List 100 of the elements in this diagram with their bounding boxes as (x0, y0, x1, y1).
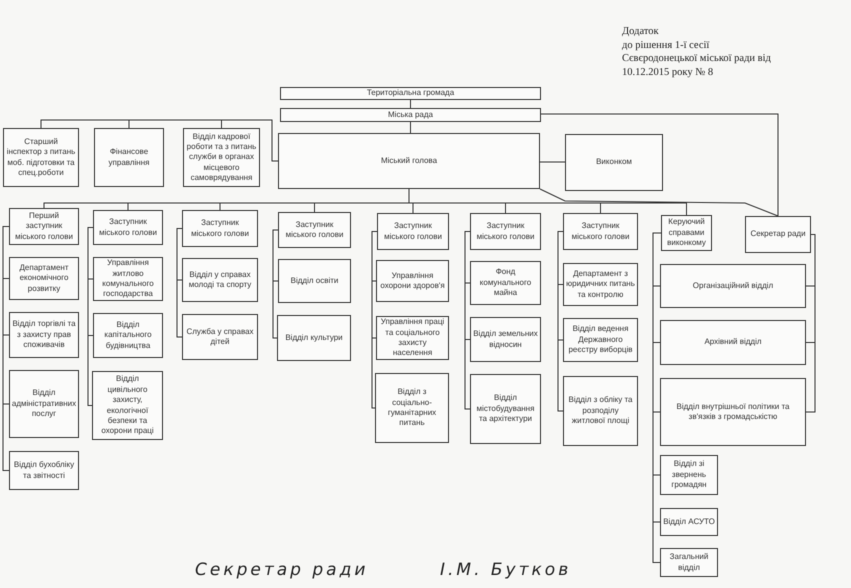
connector-line (88, 227, 94, 406)
org-box (660, 548, 718, 577)
box-label: Старший інспектор з питань моб. підготовки та спец.роботи (6, 136, 76, 178)
box-label: Відділ внутрішньої політики та зв'язків з громадськістю (676, 402, 790, 422)
box-label: Відділ з соціально-гуманітарних питань (386, 387, 438, 429)
org-box (470, 317, 541, 362)
org-box (94, 128, 164, 187)
org-box (376, 260, 449, 302)
connector-line (540, 114, 778, 216)
box-label: Служба у справах дітей (185, 326, 255, 348)
org-box (278, 212, 351, 248)
box-label: Департамент з юридичних питань та контролю (566, 268, 635, 300)
org-box (660, 378, 806, 446)
org-box (278, 133, 540, 189)
box-label: Міська рада (388, 110, 433, 120)
org-box (563, 318, 638, 362)
box-label: Відділ освіти (290, 276, 338, 286)
org-box (660, 508, 718, 536)
org-box (563, 213, 638, 250)
org-box (745, 216, 811, 253)
box-label: Відділ кадрової роботи та з питань служби в органах місцевого самоврядування (186, 132, 257, 184)
box-label: Виконком (596, 157, 632, 168)
box-label: Відділ культури (285, 332, 343, 344)
connector-line (558, 231, 564, 412)
org-box (470, 374, 541, 444)
box-label: Секретар ради (750, 229, 806, 240)
box-label: Управління праці та соціального захисту населення (380, 317, 446, 359)
box-label: Відділ бухобліку та звітності (12, 460, 76, 481)
org-box (470, 261, 541, 305)
box-label: Загальний відділ (668, 552, 710, 573)
box-label: Відділ з обліку та розподілу житлової площі (568, 395, 634, 427)
header-note: 10.12.2015 року № 8 (622, 67, 714, 78)
box-label: Заступник міського голови (383, 221, 443, 242)
box-label: Відділ ведення Державного реєстру виборців (567, 324, 634, 356)
org-box (660, 320, 806, 365)
org-box (660, 264, 806, 308)
org-box (9, 370, 79, 438)
connector-line (372, 231, 378, 408)
connector-line (410, 100, 411, 108)
org-box (93, 210, 163, 245)
box-label: Департамент економічного розвитку (18, 262, 70, 294)
org-box (9, 312, 79, 358)
box-label: Фінансове управління (108, 147, 150, 168)
connector-line (806, 234, 816, 412)
box-label: Відділ цивільного захисту, екологічної безпеки та охорони праці (100, 374, 155, 437)
connector-line (540, 188, 778, 216)
box-label: Відділ АСУТО (663, 516, 715, 528)
org-box (278, 259, 351, 303)
box-label: Територіальна громада (366, 88, 454, 99)
org-box (3, 128, 79, 187)
org-box (9, 208, 79, 245)
box-label: Відділ містобудування та архітектури (476, 393, 536, 425)
box-label: Відділ земельних відносин (473, 329, 538, 350)
box-label: Заступник міського голови (570, 221, 630, 242)
box-label: Управління житлово комунального господарства (101, 258, 155, 300)
org-box (375, 373, 449, 443)
header-note: Додаток (622, 26, 659, 37)
org-box (182, 314, 258, 360)
box-label: Заступник міського голови (98, 217, 158, 238)
org-box (92, 371, 163, 440)
box-label: Відділ у справах молоді та спорту (188, 270, 252, 290)
box-label: Відділ капітального будівництва (103, 320, 153, 352)
box-label: Заступник міського голови (190, 218, 250, 239)
org-box (661, 215, 712, 251)
org-box (565, 134, 663, 191)
box-label: Відділ адміністративних послуг (12, 388, 76, 420)
org-box (182, 258, 258, 302)
org-box (563, 376, 638, 446)
org-box (660, 455, 718, 495)
org-box (277, 315, 351, 361)
connector-line (2, 226, 10, 471)
box-label: Організаційний відділ (692, 280, 774, 292)
org-box (9, 451, 79, 490)
connector-line (221, 120, 278, 162)
box-label: Заступник міського голови (476, 221, 536, 242)
org-box (280, 87, 541, 100)
handwritten-signature-text: Секретар ради (195, 560, 368, 580)
connector-line (272, 230, 278, 338)
box-label: Фонд комунального майна (478, 267, 532, 299)
org-box (182, 210, 258, 247)
handwritten-signature-text: І.М. Бутков (440, 560, 572, 580)
header-note: Сєвєродонецької міської ради від (622, 53, 771, 64)
org-box (93, 257, 163, 301)
header-note: до рішення 1-ї сесії (622, 40, 710, 51)
box-label: Архівний відділ (704, 337, 762, 348)
box-label: Керуючий справами виконкому (666, 217, 707, 249)
box-label: Відділ зі звернень громадян (670, 459, 708, 491)
org-box (280, 108, 541, 122)
org-box (9, 257, 79, 300)
box-label: Заступник міського голови (284, 220, 344, 240)
box-label: Відділ торгівлі та з захисту прав споживачів (12, 319, 76, 351)
box-label: Управління охорони здоров'я (379, 270, 446, 292)
connector-line (464, 231, 470, 410)
org-box (377, 213, 449, 250)
org-box (563, 263, 638, 306)
box-label: Перший заступник міського голови (14, 210, 74, 242)
connector-line (410, 122, 411, 134)
org-box (93, 313, 163, 358)
box-label: Міський голова (380, 156, 438, 166)
connector-line (176, 228, 182, 338)
